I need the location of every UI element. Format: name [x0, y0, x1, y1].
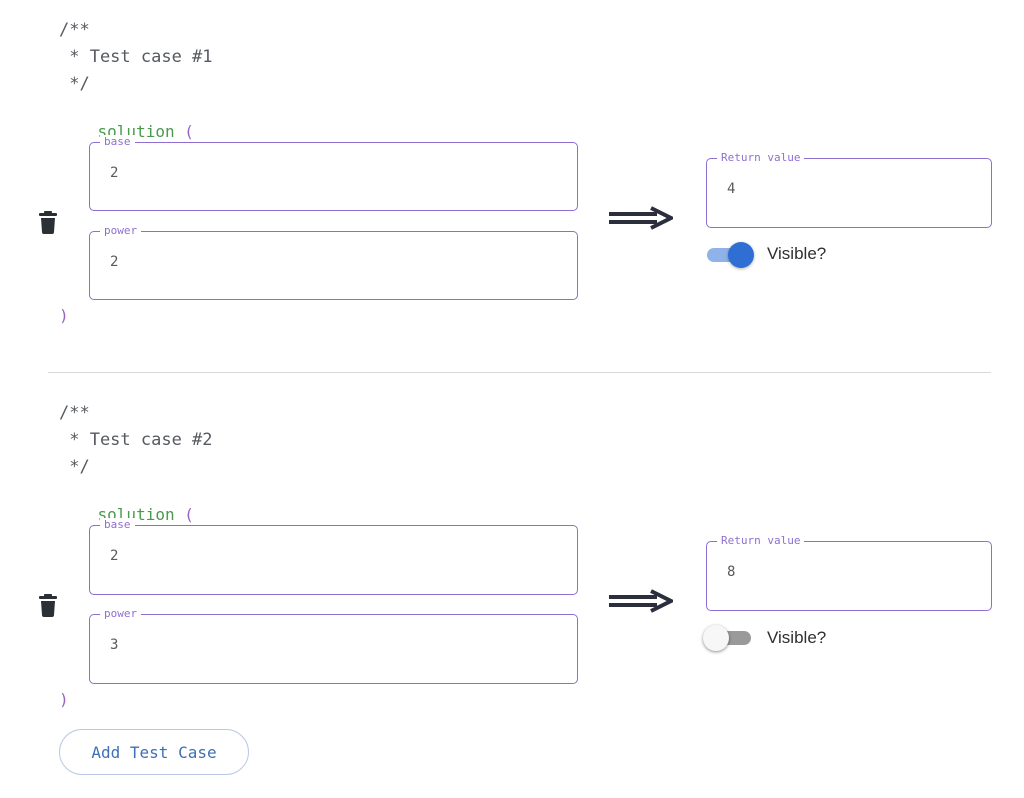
test-case-comment: /** * Test case #2 */: [59, 403, 213, 477]
return-value-label: Return value: [717, 534, 805, 548]
double-right-arrow-icon: [609, 206, 676, 230]
test-case-comment: /** * Test case #1 */: [59, 20, 213, 94]
toggle-thumb[interactable]: [728, 242, 754, 268]
double-right-arrow-icon: [609, 589, 676, 613]
return-value-field[interactable]: Return value 4: [706, 151, 992, 228]
param-label: base: [100, 518, 135, 532]
close-paren: ): [59, 690, 69, 709]
visible-toggle[interactable]: [703, 240, 757, 270]
return-value-label: Return value: [717, 151, 805, 165]
param-base-field[interactable]: base 2: [89, 135, 578, 211]
param-label: power: [100, 607, 142, 621]
visible-toggle[interactable]: [703, 623, 757, 653]
add-test-case-button[interactable]: Add Test Case: [59, 729, 249, 775]
open-paren: (: [174, 122, 194, 141]
open-paren: (: [174, 505, 194, 524]
param-value[interactable]: 2: [110, 165, 119, 181]
return-value[interactable]: 4: [727, 181, 736, 197]
return-value[interactable]: 8: [727, 564, 736, 580]
visible-label: Visible?: [767, 628, 827, 647]
visible-label: Visible?: [767, 244, 827, 263]
param-label: base: [100, 135, 135, 149]
toggle-thumb[interactable]: [703, 625, 729, 651]
param-value[interactable]: 3: [110, 637, 119, 653]
param-power-field[interactable]: power 3: [89, 607, 578, 684]
param-value[interactable]: 2: [110, 548, 119, 564]
return-value-field[interactable]: Return value 8: [706, 534, 992, 611]
param-label: power: [100, 224, 142, 238]
param-base-field[interactable]: base 2: [89, 518, 578, 595]
trash-icon[interactable]: [39, 210, 57, 234]
trash-icon[interactable]: [39, 593, 57, 617]
close-paren: ): [59, 306, 69, 325]
divider: [48, 372, 991, 373]
param-power-field[interactable]: power 2: [89, 224, 578, 300]
param-value[interactable]: 2: [110, 254, 119, 270]
